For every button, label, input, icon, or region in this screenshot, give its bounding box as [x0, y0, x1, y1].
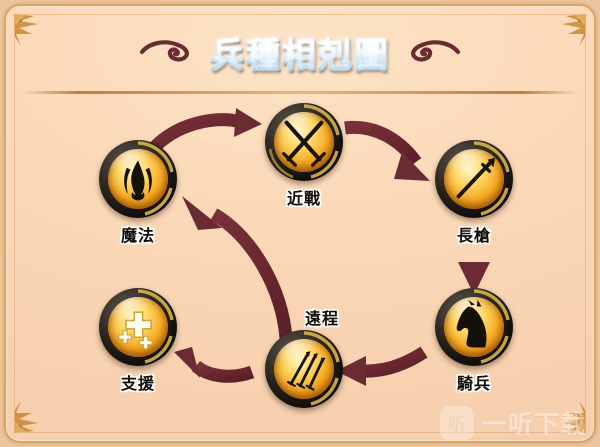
- cavalry-medallion[interactable]: [435, 288, 513, 366]
- arrow-spear-to-cavalry: [458, 228, 490, 295]
- horse-head-icon: [444, 297, 504, 357]
- support-medallion[interactable]: [99, 288, 177, 366]
- arrow-cavalry-to-ranged: [336, 346, 428, 386]
- node-cavalry[interactable]: 騎兵: [428, 288, 520, 398]
- spear-icon: [444, 149, 504, 209]
- crossed-swords-icon: [274, 112, 334, 172]
- magic-medallion[interactable]: [99, 140, 177, 218]
- page-title-row: 兵種相剋圖: [6, 28, 594, 76]
- title-divider: [22, 91, 578, 94]
- watermark: 听 一听下载: [439, 405, 586, 441]
- ranged-medallion[interactable]: [265, 330, 343, 408]
- medallion-gold-arcs: [435, 288, 513, 366]
- arrows-volley-icon: [274, 339, 334, 399]
- page-title: 兵種相剋圖: [210, 36, 390, 76]
- spear-medallion[interactable]: [435, 140, 513, 218]
- node-label-melee: 近戰: [286, 189, 321, 208]
- node-label-spear: 長槍: [456, 226, 491, 245]
- arrow-ranged-to-support: [174, 347, 255, 383]
- medallion-gold-arcs: [265, 103, 343, 181]
- scroll-flourish-right-icon: [404, 38, 460, 64]
- node-ranged[interactable]: [258, 330, 350, 440]
- medallion-gold-arcs: [99, 140, 177, 218]
- healing-plus-icon: [108, 297, 168, 357]
- node-label-support: 支援: [120, 374, 155, 393]
- melee-medallion[interactable]: [265, 103, 343, 181]
- arrow-magic-to-melee: [147, 108, 262, 155]
- node-label-ranged: 遠程: [305, 309, 340, 328]
- node-label-cavalry: 騎兵: [456, 374, 491, 393]
- node-label-magic: 魔法: [120, 226, 155, 245]
- node-melee[interactable]: 近戰: [258, 103, 350, 213]
- yiting-note-logo-icon: 听: [439, 406, 474, 440]
- watermark-text: 一听下载: [481, 410, 586, 439]
- scroll-flourish-left-icon: [140, 38, 196, 64]
- flame-icon: [108, 149, 168, 209]
- node-magic[interactable]: 魔法: [92, 140, 184, 250]
- medallion-disc: [274, 339, 334, 399]
- medallion-gold-arcs: [99, 288, 177, 366]
- medallion-gold-arcs: [265, 330, 343, 408]
- arrow-ranged-to-magic: [182, 196, 293, 339]
- medallion-gold-arcs: [435, 140, 513, 218]
- node-spear[interactable]: 長槍: [428, 140, 520, 250]
- node-support[interactable]: 支援: [92, 288, 184, 398]
- arrow-melee-to-spear: [344, 120, 430, 181]
